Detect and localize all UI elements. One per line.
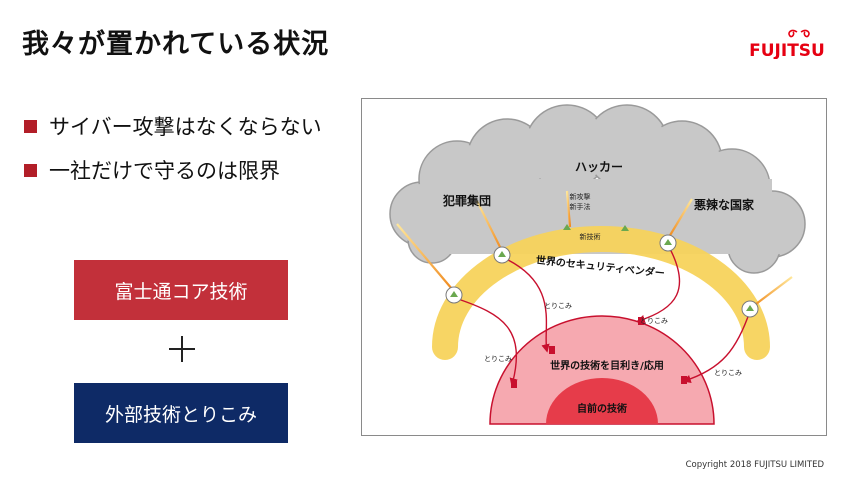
vendor-band [432,226,770,360]
copyright-text: Copyright 2018 FUJITSU LIMITED [685,460,824,470]
label-new-method: 新手法 [570,202,591,211]
fujitsu-logo: FUJITSU [749,29,825,59]
bullet-item: サイバー攻撃はなくならない [24,104,322,148]
own-tech-core [546,378,658,424]
diagram-canvas: ハッカー 犯罪集団 悪辣な国家 新攻撃 新手法 新技術 世界のセキュリティベンダ… [389,104,806,425]
bullet-text: 一社だけで守るのは限界 [49,159,280,183]
label-own-tech: 自前の技術 [577,402,627,415]
threat-diagram: ハッカー 犯罪集団 悪辣な国家 新攻撃 新手法 新技術 世界のセキュリティベンダ… [361,98,827,436]
label-new-tech: 新技術 [580,232,601,241]
label-criminal: 犯罪集団 [442,193,491,208]
bullet-square-icon [24,119,37,133]
label-vendors: 世界のセキュリティベンダー [535,253,665,279]
label-torikomi: とりこみ [640,317,668,325]
label-torikomi: とりこみ [484,355,512,363]
core-tech-box: 富士通コア技術 [74,260,288,320]
label-torikomi: とりこみ [714,369,742,377]
import-markers [511,317,687,388]
label-evaluate: 世界の技術を目利き/応用 [550,359,664,372]
bullet-square-icon [24,163,37,177]
label-hacker: ハッカー [575,160,623,174]
logo-text: FUJITSU [749,41,825,59]
label-new-attack: 新攻撃 [570,192,591,201]
bullet-list: サイバー攻撃はなくならない 一社だけで守るのは限界 [24,104,322,192]
import-paths [457,244,751,387]
label-torikomi: とりこみ [544,302,572,310]
page-title: 我々が置かれている状況 [22,29,330,60]
plus-icon [169,336,195,362]
attack-rays [396,190,793,308]
external-tech-box: 外部技術とりこみ [74,383,288,443]
label-state: 悪辣な国家 [694,197,755,212]
bullet-item: 一社だけで守るのは限界 [24,148,322,192]
bullet-text: サイバー攻撃はなくならない [49,115,322,139]
leaf-icons [450,224,754,311]
